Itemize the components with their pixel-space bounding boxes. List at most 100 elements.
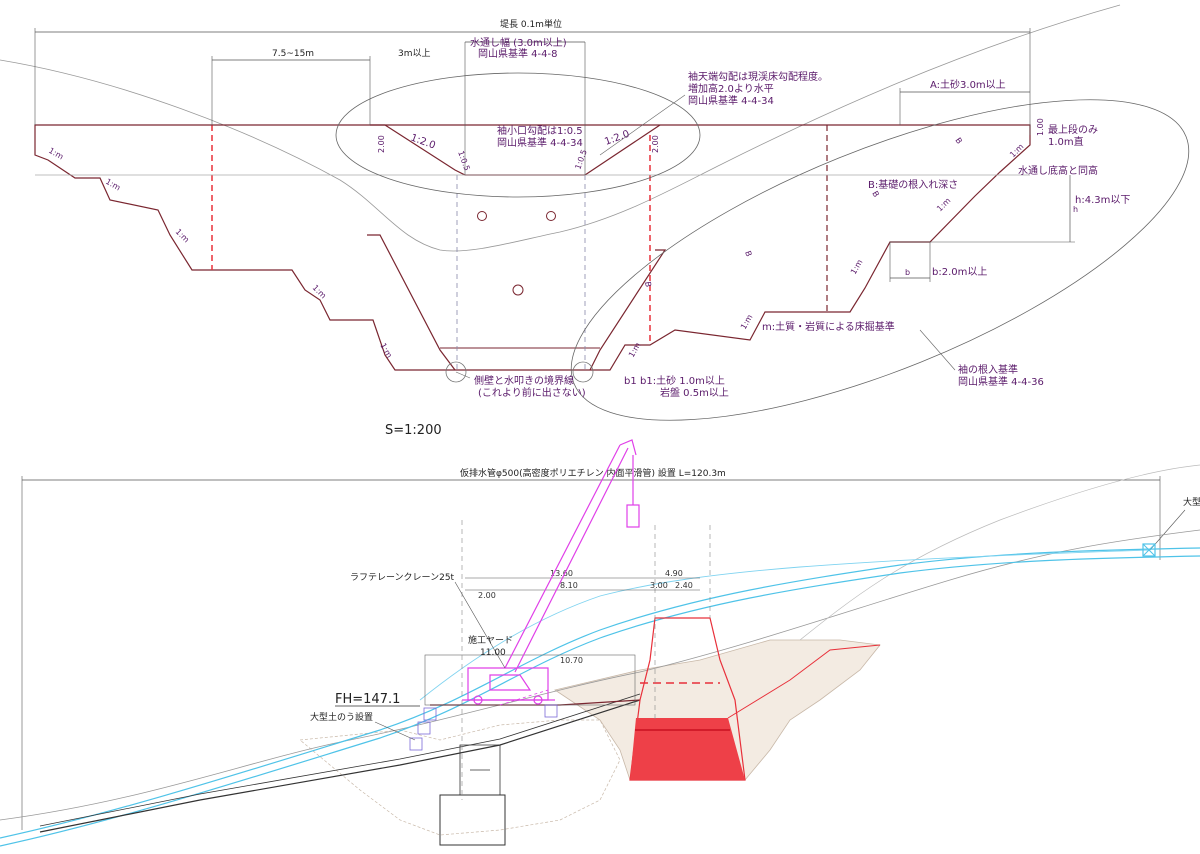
label-nekomi-2: 岡山県基準 4-4-36 xyxy=(958,375,1044,388)
label-m-10: 1:m xyxy=(627,341,643,359)
label-min-3m: 3m以上 xyxy=(398,48,431,59)
label-sokuheki-2: (これより前に出さない) xyxy=(478,386,586,399)
label-slope-105-right: 1:0.5 xyxy=(573,148,588,170)
label-b1-desc-1: b1:土砂 1.0m以上 xyxy=(640,374,725,387)
ellipse-right xyxy=(570,99,1190,421)
dim-label-1: 13.60 xyxy=(550,569,573,578)
label-a: A:土砂3.0m以上 xyxy=(930,78,1006,91)
label-koguchi-1: 袖小口勾配は1:0.5 xyxy=(497,124,583,137)
label-yard-2: 11.00 xyxy=(480,648,506,658)
label-b-3: B xyxy=(743,250,753,258)
label-b-small: b xyxy=(905,268,910,277)
label-h-200-right: 2.00 xyxy=(651,135,660,153)
label-width-range: 7.5~15m xyxy=(272,49,314,59)
label-m-1: 1:m xyxy=(47,146,65,162)
terrain-profile-2 xyxy=(799,464,1200,641)
river-line-3 xyxy=(419,549,1151,701)
label-dam-length: 堤長 0.1m単位 xyxy=(500,18,562,30)
label-nekomi-1: 袖の根入基準 xyxy=(958,363,1018,376)
label-m-desc: m:土質・岩質による床掘基準 xyxy=(762,320,895,333)
dim-label-2: 8.10 xyxy=(560,581,578,590)
excavation-slope xyxy=(727,644,881,719)
leader-right-edge xyxy=(1149,509,1186,551)
label-spill-width-2: 岡山県基準 4-4-8 xyxy=(478,47,557,60)
cross-section: 仮排水管φ500(高密度ポリエチレン 内面平滑管) 設置 L=120.3m 大型 xyxy=(0,439,1200,847)
label-b-2: B xyxy=(870,190,881,199)
label-crane: ラフテレーンクレーン25t xyxy=(350,572,455,583)
drain-pipe xyxy=(39,699,641,833)
crane-boom-dash xyxy=(499,689,549,706)
boundary-circle-left xyxy=(445,361,467,383)
label-m-8: 1:m xyxy=(849,258,865,276)
label-b-4: B xyxy=(643,281,653,288)
label-koguchi-2: 岡山県基準 4-4-34 xyxy=(497,136,583,149)
foundation-block xyxy=(439,794,506,846)
sandbag-group xyxy=(409,704,558,751)
drain-pipe-2 xyxy=(39,693,641,827)
support-frame xyxy=(459,744,501,795)
label-b-1: B xyxy=(953,136,964,146)
inner-left-wall xyxy=(367,234,456,371)
label-m-5: 1:m xyxy=(378,342,394,360)
dam-section-fill xyxy=(630,718,745,780)
ground-hatch-2 xyxy=(299,719,621,836)
label-sandbag: 大型土のう設置 xyxy=(310,711,373,723)
pipe-end-box xyxy=(1142,543,1156,557)
label-m-4: 1:m xyxy=(311,283,329,301)
label-h-100: 1.00 xyxy=(1036,118,1045,136)
label-right-edge: 大型 xyxy=(1183,496,1200,508)
dim-label-3: 4.90 xyxy=(665,569,683,578)
inner-right-wall xyxy=(589,249,667,371)
label-h: h xyxy=(1073,205,1078,214)
label-sode-2: 増加高2.0より水平 xyxy=(688,82,774,95)
label-yard-1: 施工ヤード xyxy=(468,634,513,646)
leader-sokuheki xyxy=(455,371,471,379)
label-slope-105-left: 1:0.5 xyxy=(456,150,471,172)
drain-hole-1 xyxy=(477,211,487,221)
dim-label-5: 2.40 xyxy=(675,581,693,590)
river-line-2 xyxy=(0,555,1200,847)
dim-label-4: 3.00 xyxy=(650,581,668,590)
label-spill-width-1: 水通し幅 (3.0m以上) xyxy=(470,36,567,49)
label-sokuheki-1: 側壁と水叩きの境界線 xyxy=(474,374,574,387)
dim-label-6: 2.00 xyxy=(478,591,496,600)
label-m-6: 1:m xyxy=(1008,142,1026,160)
label-m-7: 1:m xyxy=(935,196,953,214)
label-h-desc: h:4.3m以下 xyxy=(1075,195,1130,206)
drain-hole-2 xyxy=(546,211,556,221)
label-m-9: 1:m xyxy=(739,313,755,331)
leader-nekomi xyxy=(919,329,956,371)
pipe-end-x xyxy=(1142,543,1156,557)
dim-label-7: 10.70 xyxy=(560,656,583,665)
label-fh: FH=147.1 xyxy=(335,692,400,707)
label-sode-3: 岡山県基準 4-4-34 xyxy=(688,94,774,107)
front-elevation: 堤長 0.1m単位 7.5~15m 3m以上 水通し幅 (3.0m以上) 岡山県… xyxy=(0,4,1190,421)
label-top-only-1: 最上段のみ xyxy=(1048,123,1098,136)
label-pipe: 仮排水管φ500(高密度ポリエチレン 内面平滑管) 設置 L=120.3m xyxy=(460,467,726,479)
leader-sode xyxy=(599,94,686,156)
terrain-profile xyxy=(0,529,1200,821)
label-h-200-left: 2.00 xyxy=(377,135,386,153)
leader-crane xyxy=(454,581,506,669)
label-b-small-desc: b:2.0m以上 xyxy=(932,266,987,278)
yard-dim-box xyxy=(424,654,636,706)
label-b1-desc-2: 岩盤 0.5m以上 xyxy=(660,386,729,399)
label-b-desc: B:基礎の根入れ深さ xyxy=(868,178,958,191)
label-top-only-2: 1.0m直 xyxy=(1048,135,1084,148)
terrain-line xyxy=(0,4,1121,252)
label-m-2: 1:m xyxy=(104,177,122,193)
crane-graphic xyxy=(462,439,640,705)
scale-label: S=1:200 xyxy=(385,423,442,438)
drain-hole-3 xyxy=(512,284,524,296)
label-m-3: 1:m xyxy=(174,227,192,245)
leader-sandbag xyxy=(374,721,416,741)
label-sode-1: 袖天端勾配は現渓床勾配程度。 xyxy=(688,70,828,83)
dam-outline xyxy=(34,124,1031,371)
label-suido-same: 水通し底高と同高 xyxy=(1018,164,1098,177)
label-slope-right: 1:2.0 xyxy=(603,129,631,148)
label-b1: b1 xyxy=(624,376,637,387)
ellipse-notch xyxy=(335,72,701,198)
boundary-circle-right xyxy=(572,361,594,383)
